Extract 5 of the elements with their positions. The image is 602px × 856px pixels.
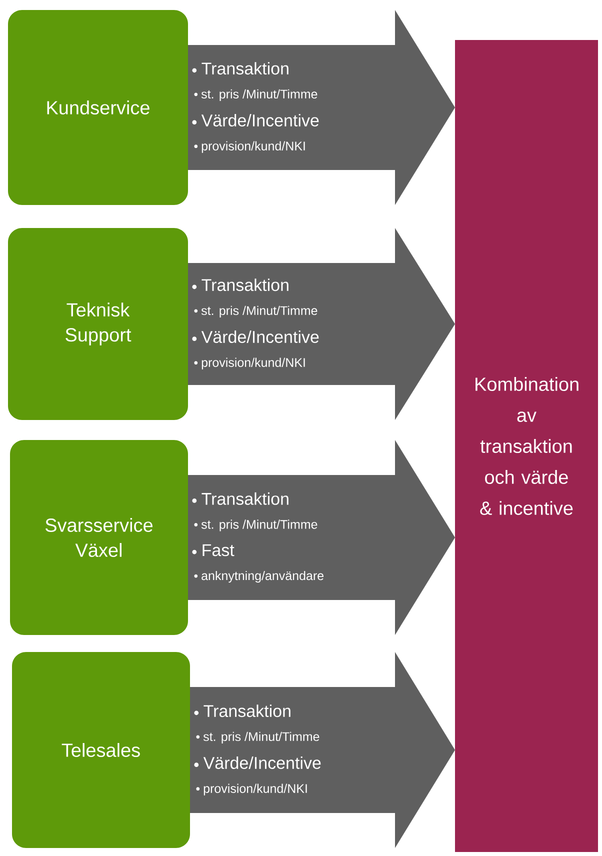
category-box: Svarsservice Växel: [10, 440, 188, 635]
category-box: Kundservice: [8, 10, 188, 205]
category-box: Telesales: [12, 652, 190, 848]
result-box: Kombination av transaktion och värde & incentive: [455, 40, 598, 852]
category-box: Teknisk Support: [8, 228, 188, 420]
